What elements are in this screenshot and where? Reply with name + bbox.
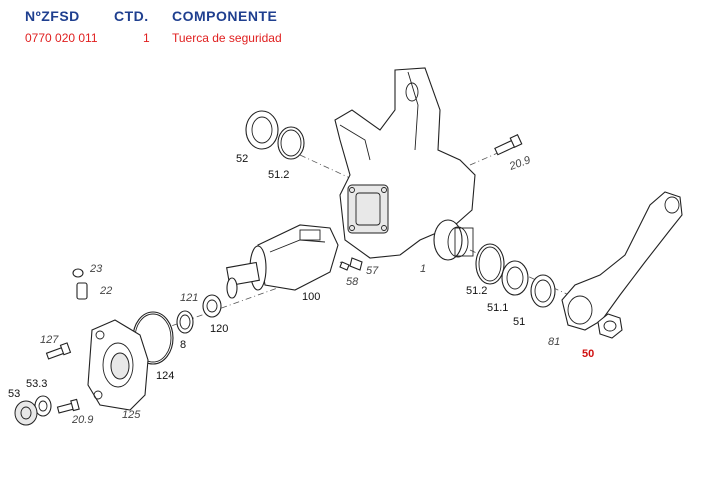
centerline-right xyxy=(469,249,581,301)
column-header-qty: CTD. xyxy=(114,8,149,24)
part-51-2-snap-ring-right[interactable] xyxy=(475,243,505,285)
part-53-nut[interactable] xyxy=(14,400,38,426)
callout-125[interactable]: 125 xyxy=(122,409,141,421)
part-127-bolt[interactable] xyxy=(45,342,72,360)
part-22-sleeve[interactable] xyxy=(76,282,88,300)
callout-120[interactable]: 120 xyxy=(210,323,228,335)
part-51-2-snap-ring[interactable] xyxy=(277,126,305,160)
callout-127[interactable]: 127 xyxy=(40,334,59,346)
part-20-9-bolt-top[interactable] xyxy=(494,134,523,156)
part-125-cover[interactable] xyxy=(87,319,149,411)
part-quantity: 1 xyxy=(143,31,150,45)
part-58-fitting[interactable] xyxy=(339,261,350,271)
part-51-ring[interactable] xyxy=(530,274,556,308)
part-57-fitting[interactable] xyxy=(349,257,363,271)
callout-53-3[interactable]: 53.3 xyxy=(26,378,47,390)
callout-1[interactable]: 1 xyxy=(420,263,426,275)
callout-53[interactable]: 53 xyxy=(8,388,20,400)
callout-58[interactable]: 58 xyxy=(346,276,359,288)
centerline-top xyxy=(299,154,351,179)
callout-23[interactable]: 23 xyxy=(89,263,103,275)
callout-121[interactable]: 121 xyxy=(180,292,198,304)
callout-51[interactable]: 51 xyxy=(513,316,525,328)
part-1-knuckle-housing[interactable] xyxy=(334,67,476,261)
callout-124[interactable]: 124 xyxy=(156,370,174,382)
part-ref-number[interactable]: 0770 020 011 xyxy=(25,31,98,45)
part-121-bearing[interactable] xyxy=(202,294,222,318)
callout-57[interactable]: 57 xyxy=(366,265,379,277)
callout-51-2-right[interactable]: 51.2 xyxy=(466,285,487,297)
part-51-1-seal[interactable] xyxy=(501,260,529,296)
part-81-pitman-arm[interactable] xyxy=(561,191,683,331)
callout-100[interactable]: 100 xyxy=(302,291,320,303)
part-23-nut[interactable] xyxy=(72,268,84,278)
part-component-name[interactable]: Tuerca de seguridad xyxy=(172,31,282,45)
column-header-component: COMPONENTE xyxy=(172,8,278,24)
column-header-ref: NºZFSD xyxy=(25,8,80,24)
callout-22[interactable]: 22 xyxy=(99,285,112,297)
part-52-ring[interactable] xyxy=(245,110,279,150)
callout-51-1[interactable]: 51.1 xyxy=(487,302,508,314)
centerline-bolt xyxy=(469,151,501,166)
callout-8[interactable]: 8 xyxy=(180,339,186,351)
callout-52[interactable]: 52 xyxy=(236,153,248,165)
callout-51-2-top[interactable]: 51.2 xyxy=(268,169,289,181)
callout-81[interactable]: 81 xyxy=(548,336,560,348)
centerline-main xyxy=(159,279,301,331)
part-20-9-bolt-bottom[interactable] xyxy=(56,398,80,414)
callout-20-9-bottom[interactable]: 20.9 xyxy=(71,414,93,426)
part-50-safety-nut[interactable] xyxy=(597,313,623,339)
part-8-seal[interactable] xyxy=(176,310,194,334)
callout-20-9-top[interactable]: 20.9 xyxy=(507,154,532,173)
callout-50-highlighted[interactable]: 50 xyxy=(582,348,594,360)
part-100-steering-gear[interactable] xyxy=(226,224,339,299)
